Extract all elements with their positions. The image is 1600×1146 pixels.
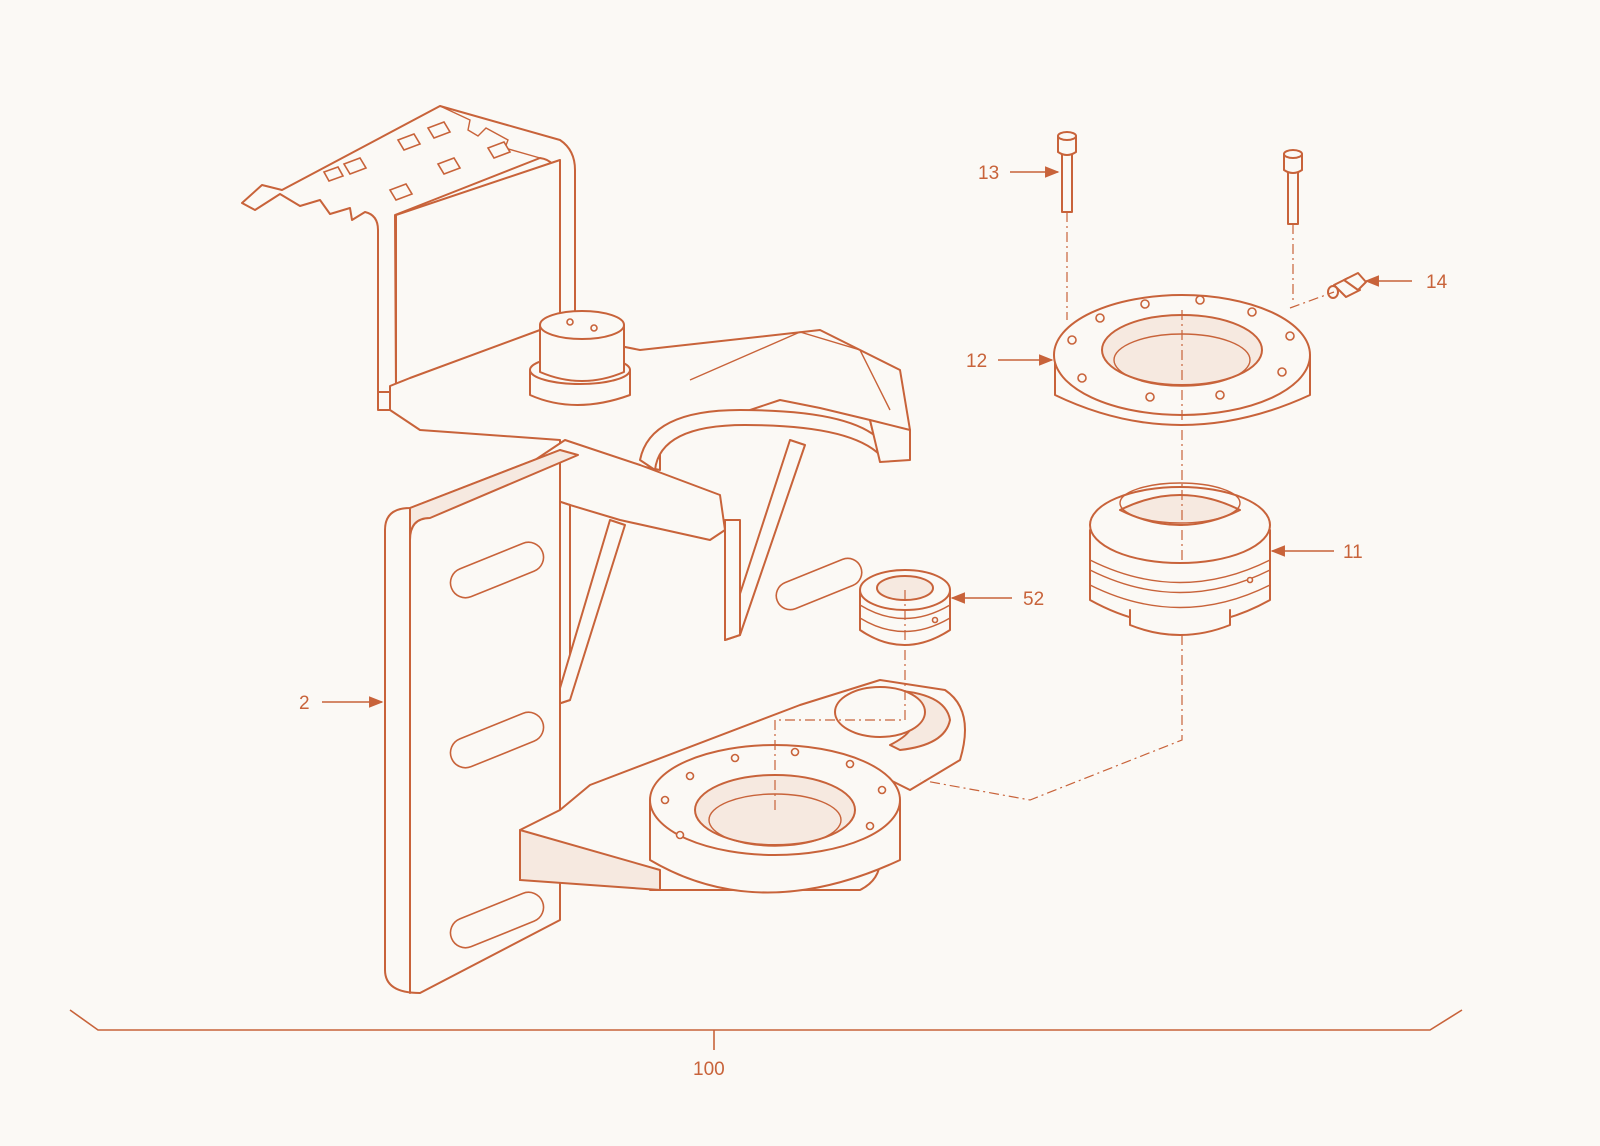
callout-52-label: 52: [1023, 589, 1044, 610]
main-plate: [384, 449, 863, 994]
center-lines: [774, 212, 1335, 810]
top-tab: [241, 105, 576, 393]
pivot-pin: [529, 310, 631, 406]
upper-plate: [389, 329, 911, 541]
callout-14-label: 14: [1426, 272, 1448, 293]
part-11-bearing: [1089, 482, 1271, 636]
callout-100-label: 100: [693, 1059, 725, 1080]
callout-11: 11: [1270, 542, 1363, 563]
callout-100: 100: [69, 1009, 1463, 1080]
part-14-grease-nipple: [1327, 272, 1367, 299]
callout-52: 52: [950, 589, 1044, 610]
callout-2: 2: [299, 693, 384, 714]
callout-13-label: 13: [978, 163, 999, 184]
gusset-ribs: [554, 439, 806, 706]
callout-12: 12: [966, 351, 1054, 372]
lower-plate: [519, 679, 966, 894]
part-13-screws: [1057, 131, 1303, 225]
callout-2-label: 2: [299, 693, 310, 714]
callout-11-label: 11: [1343, 542, 1363, 563]
callout-14: 14: [1364, 272, 1448, 293]
callout-12-label: 12: [966, 351, 987, 372]
part-2-bracket: [241, 105, 966, 994]
callout-13: 13: [978, 163, 1060, 184]
